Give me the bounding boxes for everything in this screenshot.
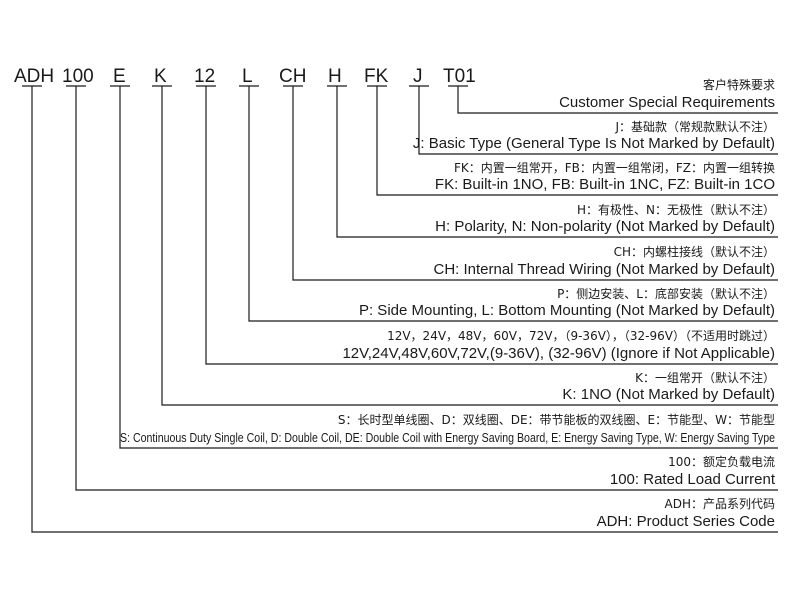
- desc-contact-en: K: 1NO (Not Marked by Default): [562, 386, 775, 403]
- leader-line-wiring: [283, 85, 778, 281]
- desc-polarity-en: H: Polarity, N: Non-polarity (Not Marked…: [435, 218, 775, 235]
- leader-line-special: [448, 85, 778, 114]
- leader-line-current: [66, 85, 778, 491]
- leader-line-polarity: [327, 85, 778, 238]
- desc-contact-cn: K：一组常开（默认不注）: [635, 370, 775, 385]
- code-segment-type: J: [413, 66, 423, 87]
- code-segment-polarity: H: [328, 66, 342, 87]
- code-segment-coil: E: [113, 66, 126, 87]
- leader-line-series: [22, 85, 778, 533]
- desc-current-cn: 100：额定负载电流: [668, 454, 775, 469]
- desc-mounting-cn: P：侧边安装、L：底部安装（默认不注）: [557, 286, 775, 301]
- desc-voltage-cn: 12V，24V，48V，60V，72V，（9-36V），（32-96V）（不适用…: [387, 329, 775, 343]
- desc-coil-cn: S：长时型单线圈、D：双线圈、DE：带节能板的双线圈、E：节能型、W：节能型: [338, 412, 775, 427]
- desc-polarity-cn: H：有极性、N：无极性（默认不注）: [577, 202, 775, 217]
- desc-series-en: ADH: Product Series Code: [597, 513, 775, 530]
- leader-line-coil: [110, 85, 778, 449]
- desc-aux-contact-cn: FK：内置一组常开，FB：内置一组常闭，FZ：内置一组转换: [454, 160, 775, 175]
- desc-type-en: J: Basic Type (General Type Is Not Marke…: [413, 135, 775, 152]
- desc-wiring-cn: CH：内螺柱接线（默认不注）: [614, 244, 775, 259]
- desc-voltage-en: 12V,24V,48V,60V,72V,(9-36V), (32-96V) (I…: [342, 345, 775, 362]
- desc-current-en: 100: Rated Load Current: [610, 471, 776, 488]
- code-segment-aux-contact: FK: [364, 66, 389, 87]
- code-segments: ADH 100 E K 12 L CH H FK J T01: [14, 66, 476, 87]
- leader-line-contact: [152, 85, 778, 406]
- desc-wiring-en: CH: Internal Thread Wiring (Not Marked b…: [433, 261, 775, 278]
- code-segment-current: 100: [62, 66, 94, 87]
- leader-lines: [22, 85, 778, 533]
- descriptions: 客户特殊要求 Customer Special Requirements J：基…: [120, 77, 776, 530]
- desc-special-cn: 客户特殊要求: [703, 77, 775, 92]
- desc-coil-en: S: Continuous Duty Single Coil, D: Doubl…: [120, 430, 775, 445]
- leader-line-mounting: [239, 85, 778, 322]
- code-segment-wiring: CH: [279, 66, 306, 87]
- leader-line-aux-contact: [367, 85, 778, 196]
- code-segment-mounting: L: [242, 66, 253, 87]
- desc-aux-contact-en: FK: Built-in 1NO, FB: Built-in 1NC, FZ: …: [435, 176, 775, 193]
- code-segment-special: T01: [443, 66, 476, 87]
- leader-line-type: [409, 85, 778, 155]
- code-segment-contact: K: [154, 66, 167, 87]
- code-segment-series: ADH: [14, 66, 54, 87]
- desc-special-en: Customer Special Requirements: [559, 94, 775, 111]
- desc-series-cn: ADH：产品系列代码: [665, 497, 775, 511]
- leader-line-voltage: [196, 85, 778, 365]
- code-segment-voltage: 12: [194, 66, 215, 87]
- desc-mounting-en: P: Side Mounting, L: Bottom Mounting (No…: [359, 302, 775, 319]
- desc-type-cn: J：基础款（常规款默认不注）: [614, 119, 775, 134]
